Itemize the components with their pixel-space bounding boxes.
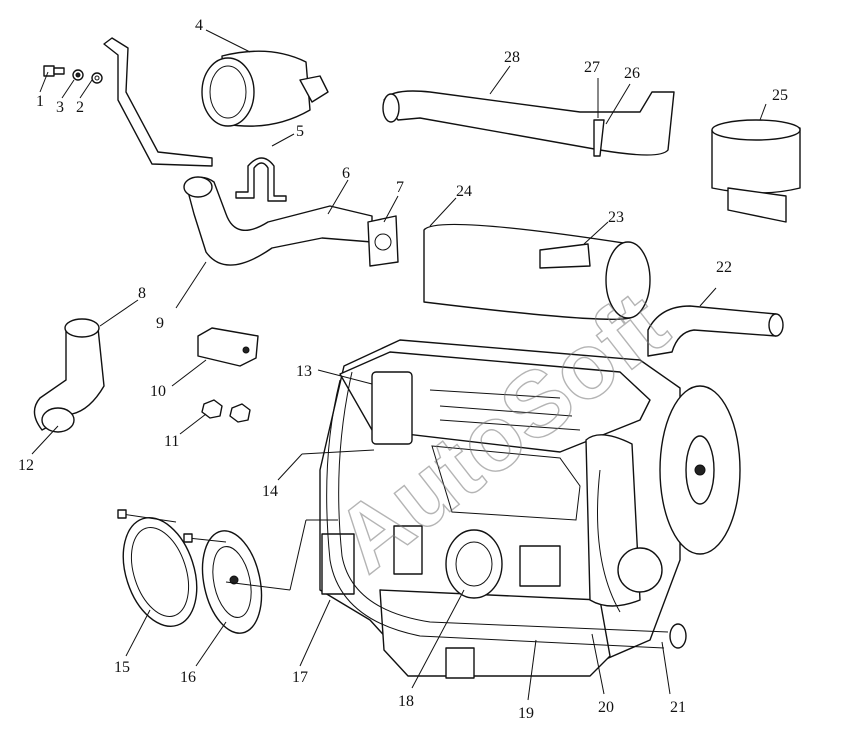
callout-25: 25 (772, 87, 788, 104)
callout-5: 5 (296, 123, 304, 140)
callout-9: 9 (156, 315, 164, 332)
pipe-flange (367, 215, 399, 267)
bolt-and-washers (43, 65, 103, 84)
callout-8: 8 (138, 285, 146, 302)
callout-16: 16 (180, 669, 196, 686)
hose-elbow (33, 318, 105, 433)
callout-23: 23 (608, 209, 624, 226)
callout-1: 1 (36, 93, 44, 110)
radiator-hose (647, 305, 777, 357)
callout-12: 12 (18, 457, 34, 474)
callout-18: 18 (398, 693, 414, 710)
air-cleaner (201, 50, 329, 127)
upper-water-pipe (382, 90, 675, 157)
callout-6: 6 (342, 165, 350, 182)
callout-labels: 1 2 3 4 5 6 7 8 9 10 11 12 13 14 15 16 1… (18, 17, 788, 722)
callout-20: 20 (598, 699, 614, 716)
leader-lines (31, 29, 767, 701)
callout-15: 15 (114, 659, 130, 676)
callout-11: 11 (164, 433, 179, 450)
callout-17: 17 (292, 669, 308, 686)
callout-24: 24 (456, 183, 472, 200)
callout-7: 7 (396, 179, 404, 196)
callout-28: 28 (504, 49, 520, 66)
mounting-bracket (103, 37, 213, 167)
hex-nut-2 (229, 403, 251, 423)
mount-block (197, 327, 259, 367)
muffler (423, 223, 651, 320)
engine-assembly (319, 339, 741, 679)
callout-10: 10 (150, 383, 166, 400)
callout-13: 13 (296, 363, 312, 380)
callout-2: 2 (76, 99, 84, 116)
callout-26: 26 (624, 65, 640, 82)
callout-3: 3 (56, 99, 64, 116)
callout-22: 22 (716, 259, 732, 276)
callout-14: 14 (262, 483, 278, 500)
hex-nut-1 (201, 399, 223, 419)
fan-shroud (711, 119, 801, 223)
callout-21: 21 (670, 699, 686, 716)
callout-19: 19 (518, 705, 534, 722)
intake-pipe (185, 176, 373, 266)
callout-27: 27 (584, 59, 600, 76)
callout-4: 4 (195, 17, 203, 34)
pipe-clamp (235, 157, 287, 202)
flywheel-gasket (117, 509, 198, 627)
crank-pulley (183, 530, 263, 634)
